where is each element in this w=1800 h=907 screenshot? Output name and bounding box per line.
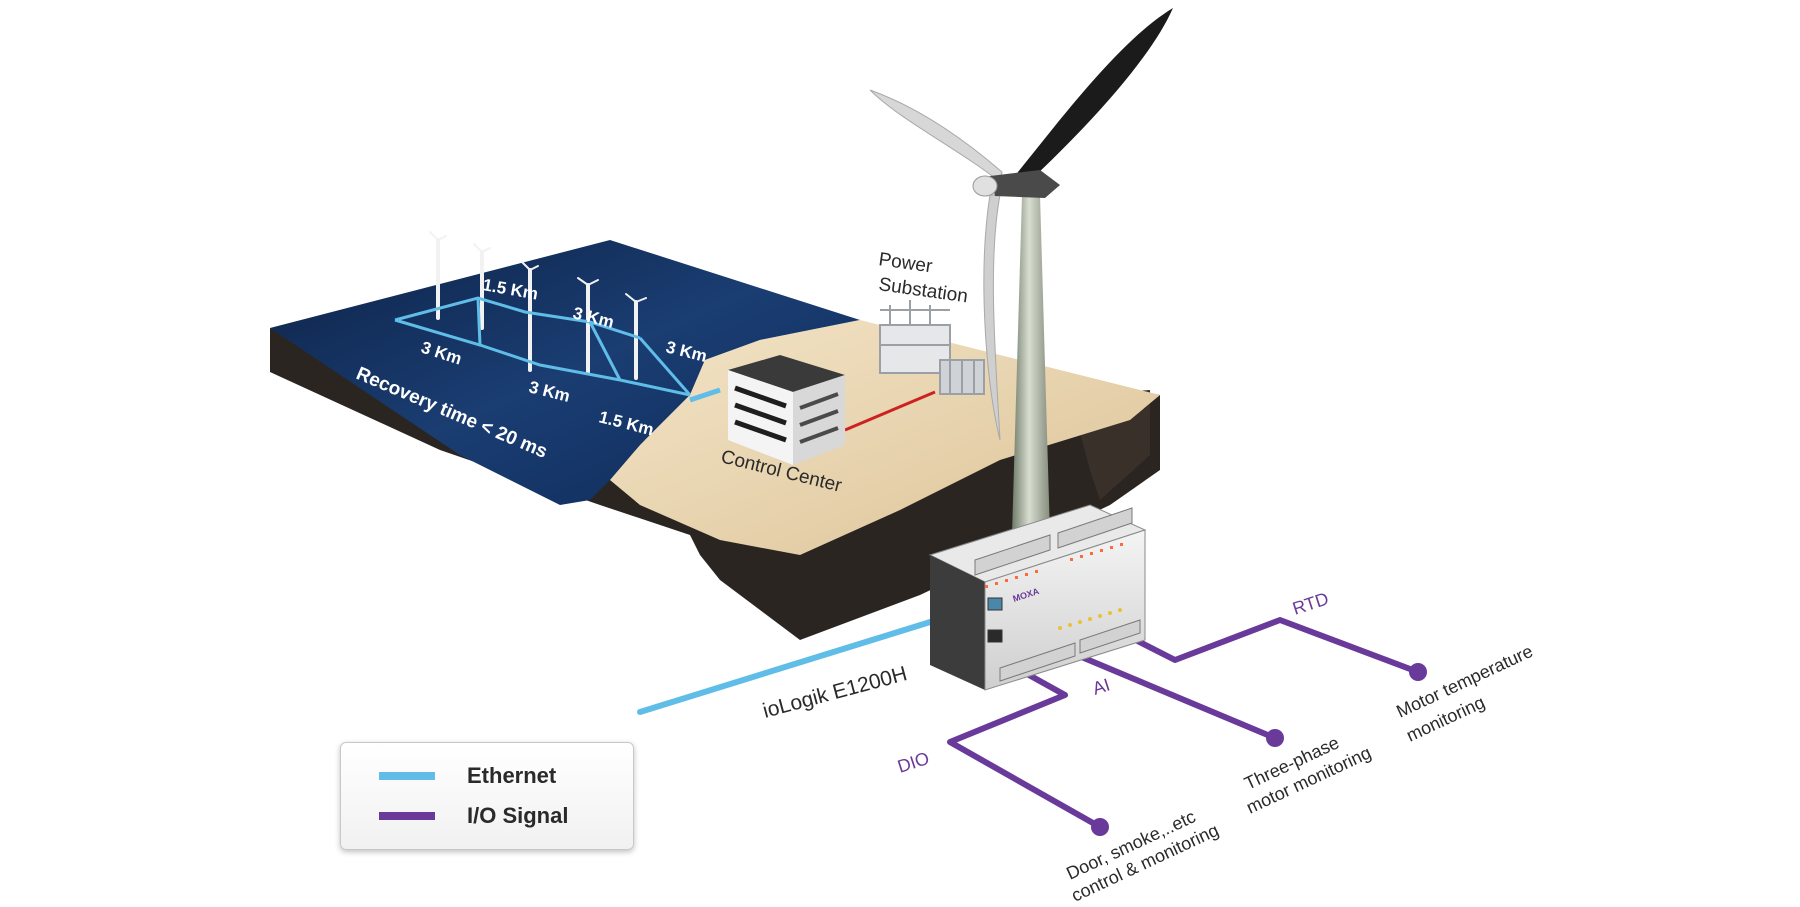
device-face bbox=[984, 529, 1146, 691]
control-center-building bbox=[728, 355, 845, 465]
ethernet-port bbox=[987, 629, 1003, 643]
offshore-turbine bbox=[473, 243, 491, 330]
turbine-tower bbox=[1012, 195, 1050, 535]
offshore-turbine bbox=[521, 261, 539, 372]
dio-label: DIO bbox=[895, 748, 932, 777]
io-signal-swatch bbox=[379, 812, 435, 820]
ai-signal-line bbox=[1057, 645, 1278, 741]
io-endpoints bbox=[1091, 663, 1427, 836]
legend-io-signal-label: I/O Signal bbox=[467, 803, 569, 828]
offshore-turbine bbox=[429, 231, 447, 320]
ai-endpoint bbox=[1266, 729, 1284, 747]
turbine-blade bbox=[1010, 8, 1173, 190]
turbine-nacelle bbox=[990, 170, 1060, 198]
power-substation-label: Substation bbox=[877, 274, 969, 307]
io-signal-lines bbox=[947, 617, 1421, 830]
ethernet-port bbox=[987, 597, 1003, 611]
turbine-blade bbox=[869, 89, 1003, 183]
offshore-turbines bbox=[429, 231, 647, 380]
turbine-hub bbox=[972, 175, 998, 197]
control-center-ethernet-link bbox=[689, 387, 721, 403]
terminal-ports bbox=[985, 543, 1123, 588]
legend: Ethernet I/O Signal bbox=[340, 742, 634, 850]
legend-item-ethernet: Ethernet bbox=[379, 761, 556, 791]
power-substation bbox=[879, 300, 985, 395]
rtd-signal-line bbox=[1117, 617, 1421, 675]
ai-label: AI bbox=[1090, 675, 1112, 699]
dio-signal-line bbox=[947, 667, 1103, 830]
status-leds bbox=[1058, 608, 1122, 630]
legend-ethernet-label: Ethernet bbox=[467, 763, 557, 788]
power-line bbox=[844, 390, 936, 432]
power-substation-label: Power bbox=[877, 249, 934, 277]
ethernet-cable bbox=[637, 602, 988, 715]
iologik-device: MOXA bbox=[928, 504, 1147, 691]
offshore-network-lines bbox=[394, 296, 692, 397]
turbine-blade bbox=[983, 194, 1001, 441]
sea-surface bbox=[270, 240, 860, 505]
terminal-blocks bbox=[974, 507, 1141, 682]
dio-endpoint bbox=[1091, 818, 1109, 836]
legend-item-io-signal: I/O Signal bbox=[379, 801, 568, 831]
main-wind-turbine bbox=[869, 8, 1173, 535]
offshore-turbine bbox=[625, 293, 647, 380]
ethernet-swatch bbox=[379, 772, 435, 780]
rtd-endpoint bbox=[1409, 663, 1427, 681]
device-front bbox=[930, 555, 985, 690]
device-name-label: ioLogik E1200H bbox=[760, 662, 909, 723]
offshore-turbine bbox=[577, 277, 599, 374]
rtd-label: RTD bbox=[1290, 588, 1331, 618]
